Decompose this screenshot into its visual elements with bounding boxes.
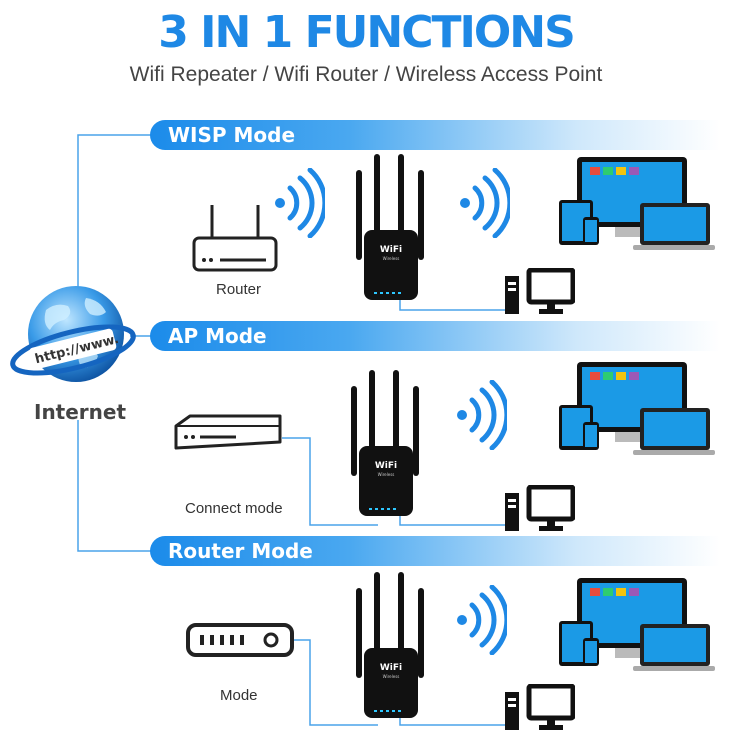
desktop-pc-icon (503, 683, 576, 732)
mode-bar-router: Router Mode (150, 536, 720, 566)
device-caption: Router (216, 281, 262, 298)
mode-bar-ap: AP Mode (150, 321, 720, 351)
repeater-logo: WiFi (380, 663, 402, 673)
wifi-signal-icon (452, 379, 510, 451)
wifi-signal-icon (455, 167, 513, 239)
globe-icon: http://www. (8, 280, 138, 390)
internet-label: Internet (34, 400, 127, 424)
repeater-logo: WiFi (375, 461, 397, 471)
repeater-icon: WiFi Wireless (350, 152, 430, 302)
repeater-icon: WiFi Wireless (345, 368, 425, 518)
device-caption: Connect mode (185, 500, 283, 517)
repeater-brand: Wireless (383, 256, 400, 261)
repeater-icon: WiFi Wireless (350, 570, 430, 720)
wifi-signal-icon (452, 584, 510, 656)
repeater-brand: Wireless (383, 674, 400, 679)
switch-icon (172, 412, 284, 452)
mode-bar-wisp: WISP Mode (150, 120, 720, 150)
modem-icon (185, 622, 295, 658)
page-subtitle: Wifi Repeater / Wifi Router / Wireless A… (129, 63, 603, 86)
page-title: 3 IN 1 FUNCTIONS (158, 7, 576, 58)
repeater-logo: WiFi (380, 245, 402, 255)
router-icon (190, 200, 280, 275)
mode-label: Router Mode (168, 539, 313, 563)
client-devices-icon (555, 155, 715, 255)
client-devices-icon (555, 360, 715, 460)
mode-label: AP Mode (168, 324, 267, 348)
desktop-pc-icon (503, 484, 576, 533)
repeater-brand: Wireless (378, 472, 395, 477)
device-caption: Mode (220, 687, 258, 704)
client-devices-icon (555, 576, 715, 676)
desktop-pc-icon (503, 267, 576, 316)
mode-label: WISP Mode (168, 123, 296, 147)
wifi-signal-icon (270, 167, 328, 239)
